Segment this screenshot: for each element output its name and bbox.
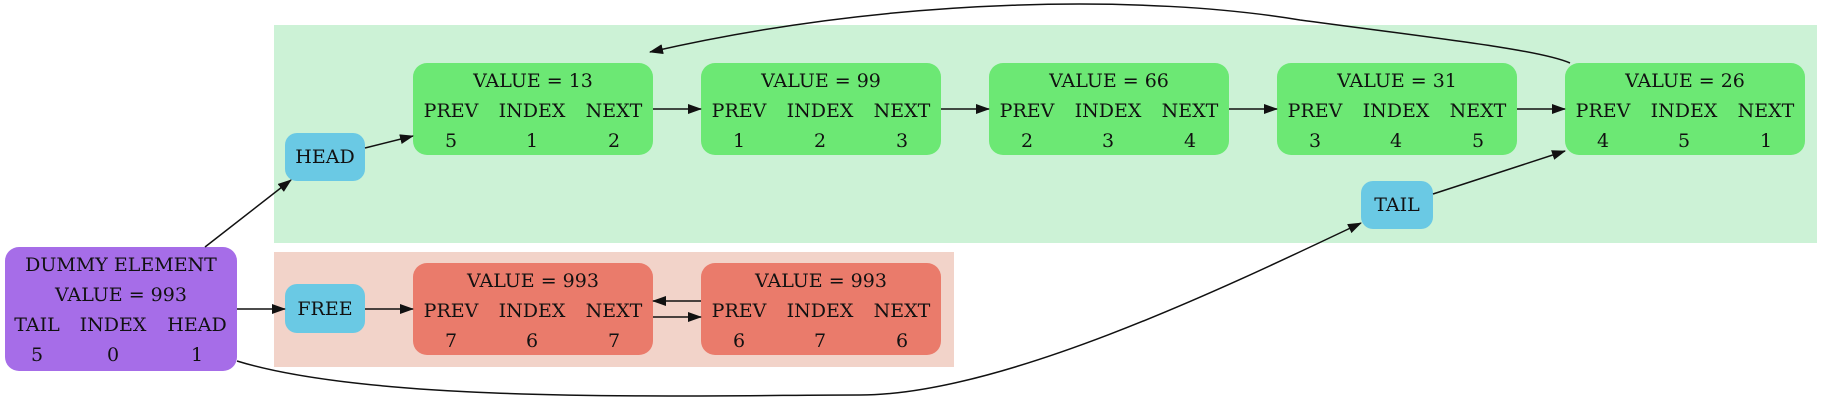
dummy-title: DUMMY ELEMENT xyxy=(25,254,217,276)
node-value: VALUE = 13 xyxy=(473,70,593,92)
list-node-5: VALUE = 26 PREV INDEX NEXT 4 5 1 xyxy=(1565,63,1805,155)
node-value: VALUE = 26 xyxy=(1625,70,1745,92)
tail-label: TAIL xyxy=(1374,194,1420,216)
prev-header: PREV xyxy=(1287,100,1343,122)
index-value: 2 xyxy=(813,130,827,152)
next-value: 2 xyxy=(607,130,621,152)
edge-dummy-to-tail xyxy=(236,222,1362,397)
next-value: 6 xyxy=(895,330,909,352)
index-header: INDEX xyxy=(1362,100,1430,122)
next-value: 3 xyxy=(895,130,909,152)
index-value: 1 xyxy=(525,130,539,152)
next-header: NEXT xyxy=(873,300,931,322)
prev-value: 1 xyxy=(732,130,746,152)
index-value: 7 xyxy=(813,330,827,352)
next-value: 1 xyxy=(1759,130,1773,152)
edge-node-5-to-node-1 xyxy=(649,3,1571,64)
index-value: 4 xyxy=(1389,130,1403,152)
prev-header: PREV xyxy=(711,300,767,322)
node-value: VALUE = 99 xyxy=(761,70,881,92)
edge-dummy-to-head xyxy=(204,179,292,248)
next-header: NEXT xyxy=(1449,100,1507,122)
prev-header: PREV xyxy=(423,300,479,322)
free-label: FREE xyxy=(297,297,353,320)
dummy-header-index: INDEX xyxy=(79,314,147,336)
head-label: HEAD xyxy=(295,146,355,168)
dummy-header-tail: TAIL xyxy=(14,314,60,336)
next-header: NEXT xyxy=(585,100,643,122)
prev-header: PREV xyxy=(999,100,1055,122)
next-value: 7 xyxy=(607,330,621,352)
free-node-2: VALUE = 993 PREV INDEX NEXT 6 7 6 xyxy=(701,263,941,355)
index-header: INDEX xyxy=(1650,100,1718,122)
dummy-value: VALUE = 993 xyxy=(55,284,187,306)
next-value: 4 xyxy=(1183,130,1197,152)
index-header: INDEX xyxy=(498,300,566,322)
list-node-4: VALUE = 31 PREV INDEX NEXT 3 4 5 xyxy=(1277,63,1517,155)
free-pointer-node: FREE xyxy=(285,284,365,333)
prev-header: PREV xyxy=(711,100,767,122)
node-value: VALUE = 993 xyxy=(467,270,599,292)
node-value: VALUE = 31 xyxy=(1337,70,1457,92)
index-value: 6 xyxy=(525,330,539,352)
next-header: NEXT xyxy=(585,300,643,322)
prev-value: 7 xyxy=(444,330,458,352)
next-header: NEXT xyxy=(873,100,931,122)
dummy-index-value: 0 xyxy=(106,344,120,366)
node-value: VALUE = 66 xyxy=(1049,70,1169,92)
dummy-header-head: HEAD xyxy=(167,314,227,336)
index-header: INDEX xyxy=(498,100,566,122)
index-value: 3 xyxy=(1101,130,1115,152)
edge-head-to-node-1 xyxy=(364,134,414,149)
node-value: VALUE = 993 xyxy=(755,270,887,292)
prev-value: 6 xyxy=(732,330,746,352)
next-header: NEXT xyxy=(1737,100,1795,122)
index-header: INDEX xyxy=(786,300,854,322)
next-value: 5 xyxy=(1471,130,1485,152)
dummy-element-node: DUMMY ELEMENT VALUE = 993 TAIL INDEX HEA… xyxy=(5,247,237,371)
list-node-3: VALUE = 66 PREV INDEX NEXT 2 3 4 xyxy=(989,63,1229,155)
next-header: NEXT xyxy=(1161,100,1219,122)
prev-value: 2 xyxy=(1020,130,1034,152)
index-header: INDEX xyxy=(1074,100,1142,122)
index-value: 5 xyxy=(1677,130,1691,152)
dummy-head-value: 1 xyxy=(190,344,204,366)
prev-header: PREV xyxy=(1575,100,1631,122)
head-pointer-node: HEAD xyxy=(285,133,365,181)
list-node-2: VALUE = 99 PREV INDEX NEXT 1 2 3 xyxy=(701,63,941,155)
free-node-1: VALUE = 993 PREV INDEX NEXT 7 6 7 xyxy=(413,263,653,355)
prev-header: PREV xyxy=(423,100,479,122)
prev-value: 3 xyxy=(1308,130,1322,152)
dummy-tail-value: 5 xyxy=(30,344,44,366)
prev-value: 5 xyxy=(444,130,458,152)
edge-tail-to-node-5 xyxy=(1432,150,1566,195)
index-header: INDEX xyxy=(786,100,854,122)
list-node-1: VALUE = 13 PREV INDEX NEXT 5 1 2 xyxy=(413,63,653,155)
tail-pointer-node: TAIL xyxy=(1361,181,1433,229)
prev-value: 4 xyxy=(1596,130,1610,152)
